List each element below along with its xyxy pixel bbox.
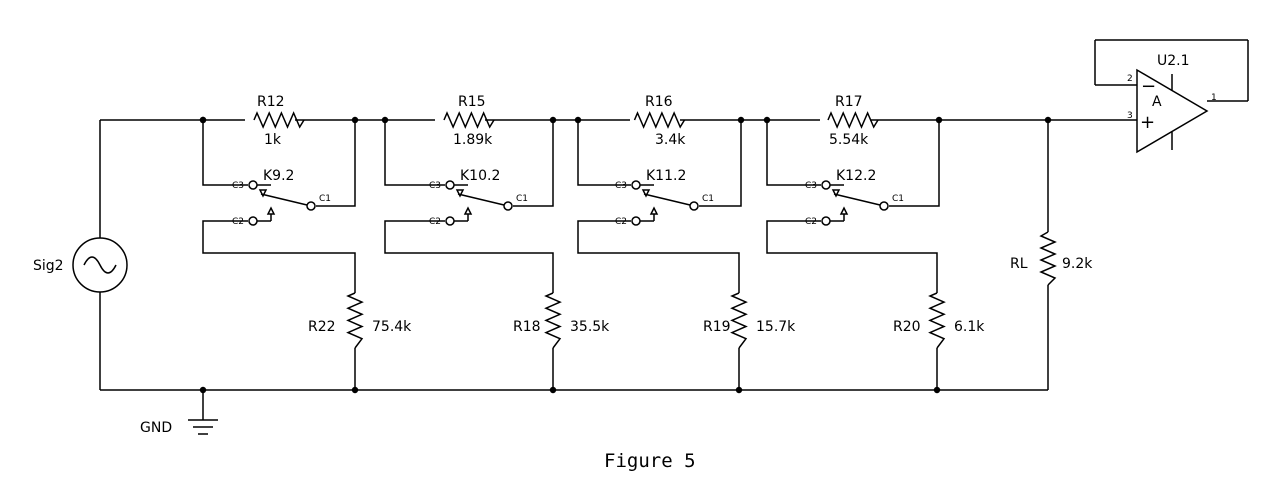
relay-pin-c1: C1 — [892, 194, 904, 204]
relay-label: K12.2 — [836, 168, 876, 184]
series-resistor — [633, 111, 686, 129]
opamp-pin-minus: 2 — [1127, 74, 1133, 84]
relay-pin-c2: C2 — [615, 217, 627, 227]
relay-pin-c1: C1 — [516, 194, 528, 204]
shunt-resistor — [928, 292, 946, 349]
relay-pin-c1: C1 — [702, 194, 714, 204]
shunt-resistor-value: 15.7k — [756, 319, 796, 335]
ground-symbol: GND — [140, 419, 218, 436]
relay-label: K10.2 — [460, 168, 500, 184]
relay-contact-c1 — [503, 201, 513, 211]
series-resistor-value: 5.54k — [829, 132, 869, 148]
shunt-resistor-label: R22 — [308, 319, 336, 335]
series-resistor-label: R12 — [257, 94, 285, 110]
opamp-pin-out: 1 — [1211, 93, 1217, 103]
shunt-resistor — [544, 292, 562, 349]
relay-contact-c3 — [821, 180, 831, 190]
series-resistor — [443, 111, 495, 129]
series-resistor-value: 3.4k — [655, 132, 686, 148]
relay-armature — [260, 193, 308, 206]
relay-pin-c3: C3 — [615, 181, 627, 191]
load-label: RL — [1010, 256, 1028, 272]
shunt-resistor-label: R18 — [513, 319, 541, 335]
relay-pin-c3: C3 — [429, 181, 441, 191]
signal-source-sig2: Sig2 — [33, 237, 128, 293]
relay-armature — [643, 193, 691, 206]
opamp-u2-1: U2.1 A − + 2 3 1 — [1094, 39, 1249, 154]
series-resistor — [827, 111, 879, 129]
relay-contact-c3 — [445, 180, 455, 190]
relay-armature — [833, 193, 881, 206]
relay-contact-c2 — [248, 216, 258, 226]
series-resistor-label: R16 — [645, 94, 673, 110]
shunt-resistor — [730, 292, 748, 349]
relay-pin-c3: C3 — [805, 181, 817, 191]
load-resistor-rl: RL 9.2k — [1010, 231, 1093, 286]
shunt-resistor-label: R19 — [703, 319, 731, 335]
source-label: Sig2 — [33, 258, 64, 274]
figure-caption: Figure 5 — [604, 450, 696, 472]
shunt-resistor-value: 75.4k — [372, 319, 412, 335]
ground-label: GND — [140, 420, 172, 436]
relay-contact-c3 — [248, 180, 258, 190]
opamp-plus: + — [1140, 112, 1155, 133]
load-value: 9.2k — [1062, 256, 1093, 272]
relay-label: K9.2 — [263, 168, 294, 184]
opamp-inner-label: A — [1152, 94, 1162, 110]
relay-armature — [457, 193, 505, 206]
shunt-resistor-value: 35.5k — [570, 319, 610, 335]
junction-dots — [199, 116, 1052, 394]
relay-contact-c1 — [306, 201, 316, 211]
opamp-pin-plus: 3 — [1127, 111, 1133, 121]
relay-contact-c1 — [879, 201, 889, 211]
relay-label: K11.2 — [646, 168, 686, 184]
relay-pin-c2: C2 — [805, 217, 817, 227]
relay-pin-c2: C2 — [232, 217, 244, 227]
opamp-label: U2.1 — [1157, 53, 1190, 69]
shunt-resistor — [346, 292, 364, 349]
relay-pin-c2: C2 — [429, 217, 441, 227]
series-resistor-value: 1.89k — [453, 132, 493, 148]
opamp-minus: − — [1141, 76, 1156, 97]
wiring — [99, 119, 1137, 420]
shunt-resistor-label: R20 — [893, 319, 921, 335]
shunt-resistor-value: 6.1k — [954, 319, 985, 335]
series-resistor-value: 1k — [264, 132, 282, 148]
relay-contact-c2 — [821, 216, 831, 226]
relay-contact-c2 — [445, 216, 455, 226]
relay-pin-c1: C1 — [319, 194, 331, 204]
series-resistor — [253, 111, 305, 129]
relay-contact-c3 — [631, 180, 641, 190]
series-resistor-label: R15 — [458, 94, 486, 110]
relay-contact-c1 — [689, 201, 699, 211]
series-resistor-label: R17 — [835, 94, 863, 110]
relay-pin-c3: C3 — [232, 181, 244, 191]
relay-contact-c2 — [631, 216, 641, 226]
